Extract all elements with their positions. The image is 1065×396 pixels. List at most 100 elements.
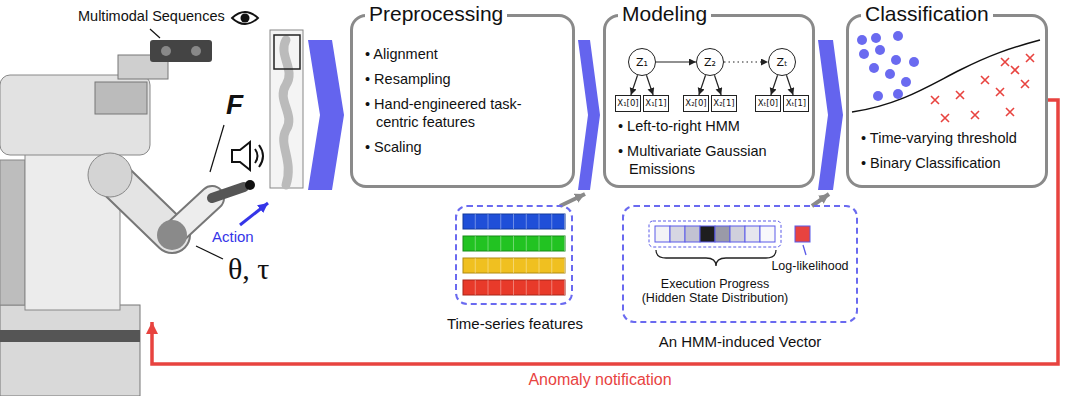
- anomaly-point: [1006, 108, 1014, 116]
- emission-label: Xₜ[1]: [786, 99, 806, 108]
- emission-box: X₁[0]: [615, 95, 641, 112]
- feature-bar: [463, 236, 565, 251]
- process-box: Preprocessing• Alignment• Resampling• Ha…: [350, 14, 575, 188]
- state-label: Zₜ: [777, 57, 788, 68]
- signal-curve: [283, 40, 289, 185]
- input-arrow: [560, 194, 585, 206]
- group-caption: An HMM-induced Vector: [622, 333, 858, 350]
- vector-group: Execution Progress (Hidden State Distrib…: [622, 205, 858, 355]
- normal-point: [869, 63, 879, 73]
- bullet-list: • Left-to-right HMM• Multivariate Gaussi…: [618, 117, 804, 185]
- transition-arrow: [699, 75, 706, 95]
- bullet-item: • Resampling: [365, 70, 564, 88]
- emission-label: X₂[1]: [713, 99, 734, 108]
- emission-label: X₁[0]: [617, 99, 638, 108]
- eye-icon: [232, 12, 258, 24]
- normal-point: [875, 45, 885, 55]
- flow-chevron: [578, 40, 600, 190]
- state-cell: [715, 226, 730, 242]
- hidden-state-circle: Z₂: [696, 48, 724, 76]
- robot-elbow: [157, 220, 187, 250]
- normal-point: [873, 91, 883, 101]
- force-label: F: [226, 90, 243, 121]
- bullet-item: • Hand-engineered task-centric features: [365, 95, 564, 131]
- action-label: Action: [212, 229, 254, 246]
- signal-strip: [270, 30, 303, 188]
- feature-bar: [463, 280, 565, 295]
- emission-label: X₁[1]: [645, 99, 666, 108]
- speaker-icon: [232, 142, 250, 170]
- anomaly-point: [996, 88, 1004, 96]
- transition-arrow: [786, 75, 793, 95]
- normal-point: [891, 55, 901, 65]
- transition-arrow: [724, 61, 768, 62]
- anomaly-point: [971, 111, 979, 119]
- speaker-icon: [259, 145, 263, 167]
- state-cell: [700, 226, 715, 242]
- threshold-curve: [852, 40, 1040, 112]
- anomaly-point: [1011, 66, 1019, 74]
- normal-point: [857, 35, 867, 45]
- flow-chevron: [308, 40, 344, 190]
- gripper-tip: [245, 180, 255, 190]
- likelihood-cell: [795, 226, 810, 242]
- hidden-state-circle: Zₜ: [768, 48, 796, 76]
- flow-chevron: [818, 40, 843, 190]
- robot-joint: [88, 153, 132, 197]
- anomaly-point: [941, 114, 949, 122]
- state-cell: [670, 226, 685, 242]
- normal-point: [885, 69, 895, 79]
- feature-bar: [463, 214, 565, 229]
- anomaly-point: [931, 54, 1034, 122]
- robot-base: [0, 305, 140, 396]
- anomaly-point: [981, 76, 989, 84]
- leader-line: [210, 125, 224, 172]
- robot-camera: [191, 46, 201, 56]
- emission-box: Xₜ[1]: [783, 95, 809, 112]
- state-label: Z₂: [704, 57, 716, 68]
- state-cell: [655, 226, 670, 242]
- signal-strip: [270, 30, 303, 188]
- feature-bar: [463, 258, 565, 273]
- robot-base: [0, 330, 140, 342]
- emission-box: X₁[1]: [643, 95, 669, 112]
- bullet-list: • Time-varying threshold • Binary Classif…: [861, 129, 1037, 179]
- anomaly-point: [1026, 54, 1034, 62]
- box-heading: Modeling: [618, 2, 711, 26]
- robot-shoulder: [0, 75, 150, 155]
- process-box: Modeling• Left-to-right HMM• Multivariat…: [603, 14, 815, 188]
- robot-illustration: [0, 40, 255, 396]
- robot-camera: [161, 46, 171, 56]
- bullet-item: • Scaling: [365, 138, 564, 156]
- bullet-item: • Time-varying threshold: [861, 129, 1037, 147]
- normal-point: [901, 77, 911, 87]
- leader-line: [196, 246, 223, 259]
- state-cell: [745, 226, 760, 242]
- bullet-item: • Binary Classification: [861, 154, 1037, 172]
- eye-icon: [241, 14, 250, 23]
- robot-gripper: [212, 187, 244, 198]
- anomaly-point: [1001, 58, 1009, 66]
- feature-bar: [463, 258, 565, 273]
- feature-bars: [463, 214, 565, 295]
- sensor-icons: [150, 12, 268, 259]
- group-caption: Execution Progress (Hidden State Distrib…: [640, 277, 791, 306]
- normal-point: [909, 57, 919, 67]
- group-caption: Time-series features: [440, 315, 590, 332]
- emission-label: X₂[0]: [685, 99, 706, 108]
- emission-box: X₂[1]: [711, 95, 737, 112]
- transition-arrow: [631, 75, 638, 95]
- sensor-label: Multimodal Sequences: [78, 9, 225, 25]
- leader-line: [150, 29, 160, 38]
- leader-line: [803, 245, 806, 255]
- transition-arrow: [771, 75, 778, 95]
- normal-point: [859, 49, 869, 59]
- anomaly-point: [931, 96, 939, 104]
- normal-point: [871, 33, 881, 43]
- bullet-item: • Left-to-right HMM: [618, 117, 804, 135]
- state-vector-frame: [649, 221, 781, 247]
- robot-sensor: [95, 82, 147, 114]
